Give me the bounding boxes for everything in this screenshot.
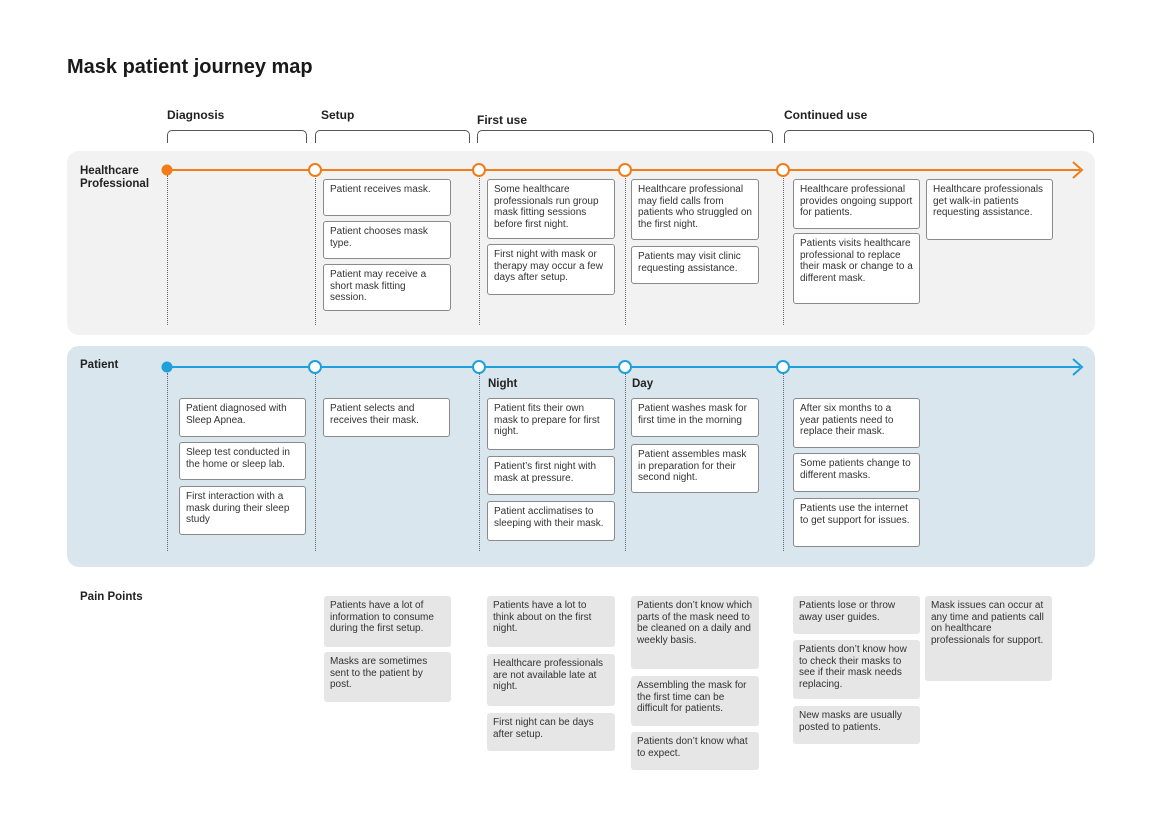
separator-line bbox=[315, 175, 316, 325]
phase-label-first-use: First use bbox=[477, 113, 528, 127]
patient-timeline bbox=[161, 358, 1084, 376]
pain-point-card: Healthcare professionals are not availab… bbox=[487, 654, 615, 706]
patient-card: Patients use the internet to get support… bbox=[793, 498, 920, 547]
separator-line bbox=[479, 175, 480, 325]
separator-line bbox=[167, 175, 168, 325]
sub-label-night: Night bbox=[488, 378, 518, 390]
separator-line bbox=[783, 373, 784, 551]
patient-node bbox=[776, 360, 790, 374]
phase-bracket-setup bbox=[315, 130, 470, 143]
hcp-card: Healthcare professional may field calls … bbox=[631, 179, 759, 240]
patient-card: Patient’s first night with mask at press… bbox=[487, 456, 615, 495]
pain-point-card: Mask issues can occur at any time and pa… bbox=[925, 596, 1052, 681]
patient-node bbox=[618, 360, 632, 374]
hcp-card: Patients visits healthcare professional … bbox=[793, 233, 920, 304]
pain-point-card: Masks are sometimes sent to the patient … bbox=[324, 652, 451, 702]
pain-point-card: Patients don’t know which parts of the m… bbox=[631, 596, 759, 669]
patient-node bbox=[472, 360, 486, 374]
patient-card: Patient selects and receives their mask. bbox=[323, 398, 450, 437]
patient-timeline-arrow-icon bbox=[1072, 358, 1084, 376]
hcp-node bbox=[308, 163, 322, 177]
patient-start-node bbox=[161, 361, 173, 373]
hcp-start-node bbox=[161, 164, 173, 176]
separator-line bbox=[315, 373, 316, 551]
pain-point-card: Assembling the mask for the first time c… bbox=[631, 676, 759, 726]
patient-card: Patient assembles mask in preparation fo… bbox=[631, 444, 759, 493]
phase-label-diagnosis: Diagnosis bbox=[167, 108, 225, 122]
hcp-card: Patient receives mask. bbox=[323, 179, 451, 216]
hcp-card: Patients may visit clinic requesting ass… bbox=[631, 246, 759, 284]
pain-point-card: Patients don’t know what to expect. bbox=[631, 732, 759, 770]
hcp-card: Healthcare professionals get walk-in pat… bbox=[926, 179, 1053, 240]
hcp-timeline-arrow-icon bbox=[1072, 161, 1084, 179]
separator-line bbox=[783, 175, 784, 325]
pain-point-card: Patients lose or throw away user guides. bbox=[793, 596, 920, 634]
hcp-card: Patient may receive a short mask fitting… bbox=[323, 264, 451, 311]
hcp-card: Patient chooses mask type. bbox=[323, 221, 451, 259]
patient-card: Patient fits their own mask to prepare f… bbox=[487, 398, 615, 450]
separator-line bbox=[167, 373, 168, 551]
separator-line bbox=[625, 373, 626, 551]
phase-label-setup: Setup bbox=[321, 108, 355, 122]
pain-point-card: Patients have a lot to think about on th… bbox=[487, 596, 615, 647]
separator-line bbox=[625, 175, 626, 325]
separator-line bbox=[479, 373, 480, 551]
pain-point-card: Patients don’t know how to check their m… bbox=[793, 640, 920, 699]
phase-label-continued-use: Continued use bbox=[784, 108, 868, 122]
phase-bracket-diagnosis bbox=[167, 130, 307, 143]
hcp-node bbox=[472, 163, 486, 177]
patient-card: After six months to a year patients need… bbox=[793, 398, 920, 448]
pain-point-card: New masks are usually posted to patients… bbox=[793, 706, 920, 744]
patient-card: Patient diagnosed with Sleep Apnea. bbox=[179, 398, 306, 437]
hcp-node bbox=[776, 163, 790, 177]
page-title: Mask patient journey map bbox=[67, 56, 313, 78]
pain-point-card: Patients have a lot of information to co… bbox=[324, 596, 451, 647]
patient-card: Patient washes mask for first time in th… bbox=[631, 398, 759, 437]
sub-label-day: Day bbox=[632, 378, 654, 390]
lane-label-patient: Patient bbox=[80, 359, 119, 371]
patient-node bbox=[308, 360, 322, 374]
hcp-card: Some healthcare professionals run group … bbox=[487, 179, 615, 239]
hcp-card: Healthcare professional provides ongoing… bbox=[793, 179, 920, 229]
patient-card: Sleep test conducted in the home or slee… bbox=[179, 442, 306, 480]
hcp-timeline bbox=[161, 161, 1084, 179]
patient-card: First interaction with a mask during the… bbox=[179, 486, 306, 535]
phase-bracket-first-use bbox=[477, 130, 773, 143]
lane-label-hcp: Healthcare Professional bbox=[80, 165, 150, 190]
patient-card: Patient acclimatises to sleeping with th… bbox=[487, 501, 615, 541]
lane-label-pain-points: Pain Points bbox=[80, 591, 143, 603]
patient-card: Some patients change to different masks. bbox=[793, 453, 920, 492]
phase-bracket-continued-use bbox=[784, 130, 1094, 143]
pain-point-card: First night can be days after setup. bbox=[487, 713, 615, 751]
hcp-card: First night with mask or therapy may occ… bbox=[487, 244, 615, 295]
hcp-node bbox=[618, 163, 632, 177]
